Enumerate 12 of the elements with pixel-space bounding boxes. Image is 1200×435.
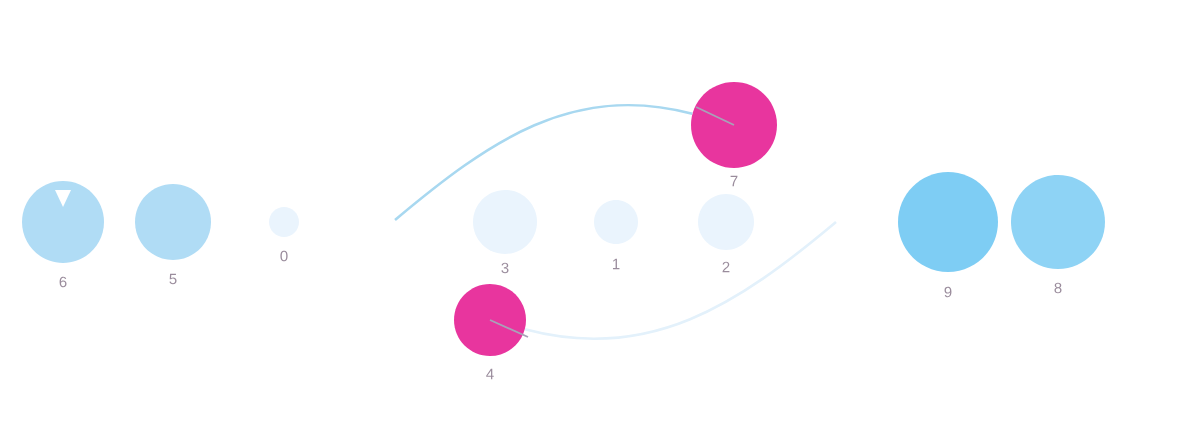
node-label: 6 — [59, 276, 67, 288]
node-label: 5 — [169, 273, 177, 285]
swap-arc — [524, 221, 837, 340]
node-label: 7 — [730, 175, 738, 187]
node-label: 1 — [613, 258, 620, 270]
swap-arc — [394, 103, 693, 221]
node-label: 2 — [722, 261, 730, 273]
node-label: 3 — [501, 262, 509, 274]
node-label: 9 — [944, 286, 952, 298]
node-label: 4 — [486, 368, 494, 380]
node-label: 8 — [1054, 282, 1062, 294]
node-label: 0 — [280, 250, 288, 262]
